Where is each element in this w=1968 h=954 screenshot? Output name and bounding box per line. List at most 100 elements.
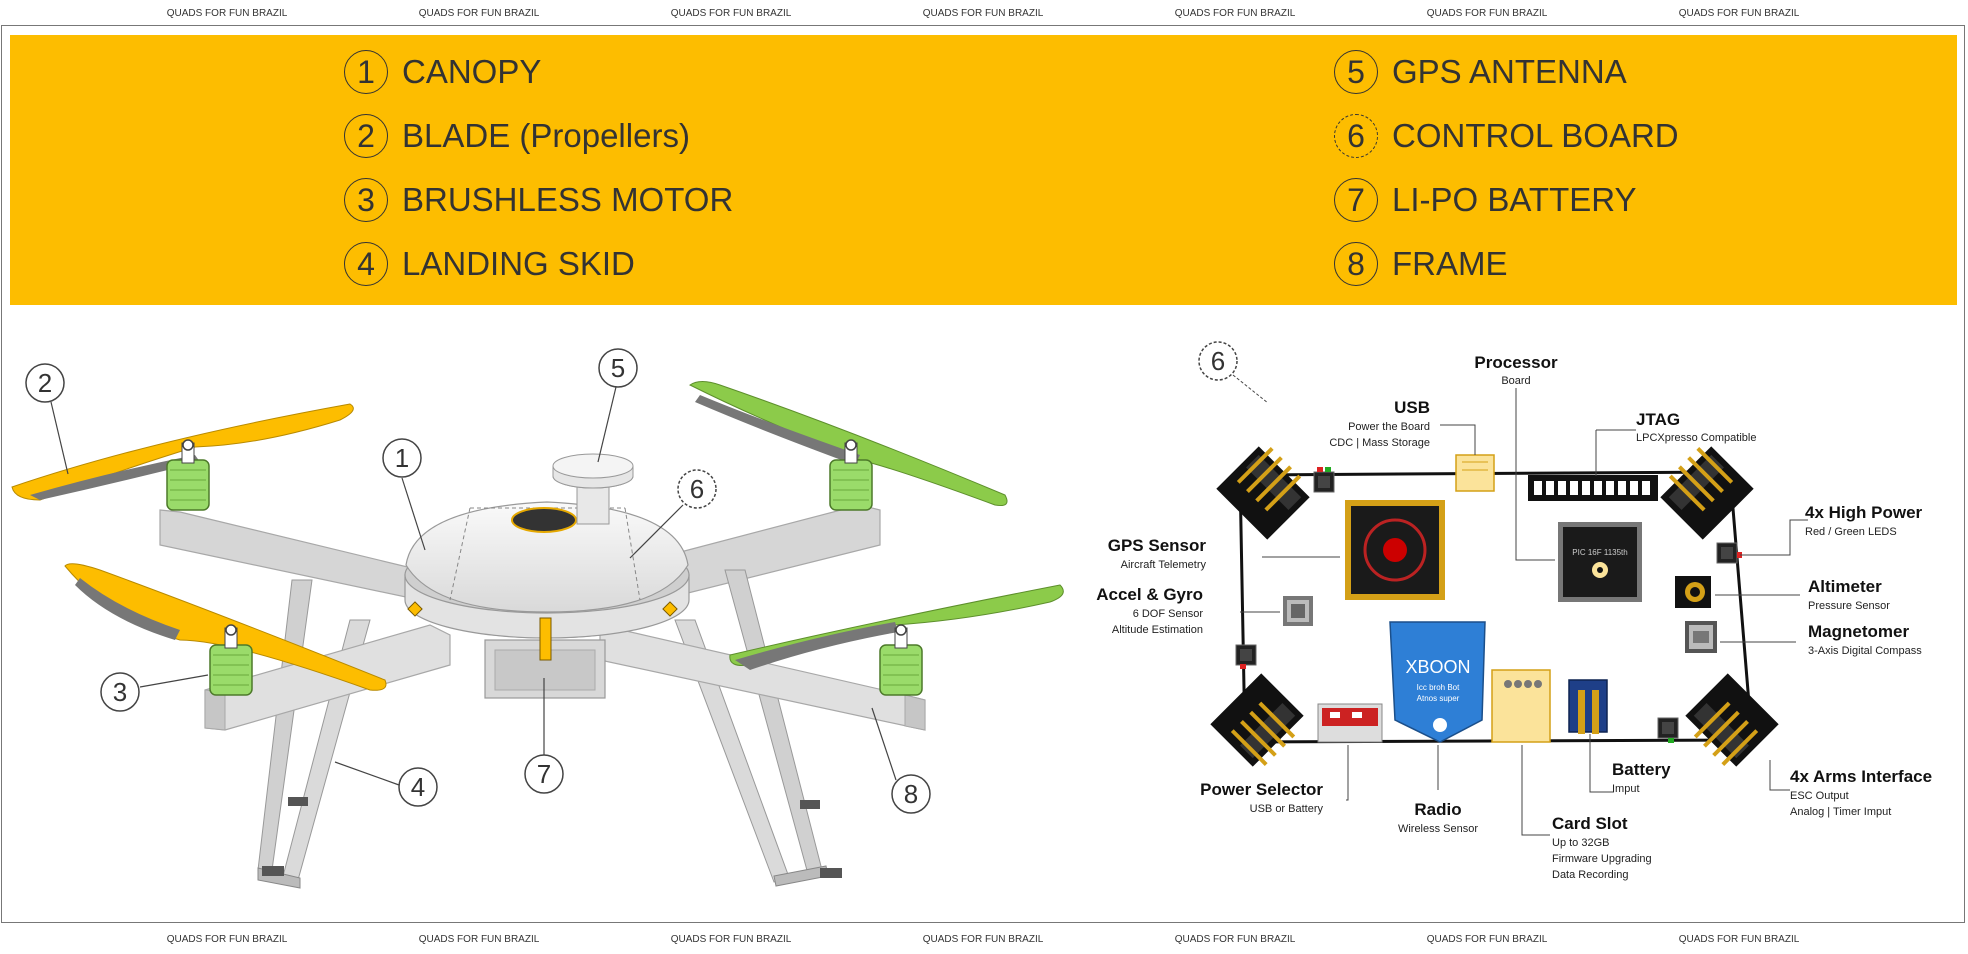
callout-lines <box>50 386 897 786</box>
label-magnetometer: Magnetomer 3-Axis Digital Compass <box>1808 622 1922 657</box>
svg-text:Up to 32GB: Up to 32GB <box>1552 837 1609 849</box>
brushless-motor <box>209 624 253 696</box>
svg-text:7: 7 <box>537 759 551 789</box>
label-high-power-leds: 4x High Power Red / Green LEDS <box>1805 503 1923 538</box>
watermark-text: QUADS FOR FUN BRAZIL <box>922 8 1044 19</box>
legend-label: CANOPY <box>402 53 542 90</box>
label-usb: USB Power the Board CDC | Mass Storage <box>1329 398 1430 449</box>
svg-text:Aircraft Telemetry: Aircraft Telemetry <box>1121 559 1207 571</box>
label-processor: Processor Board <box>1474 353 1558 387</box>
svg-text:Radio: Radio <box>1414 800 1461 819</box>
card-slot <box>1491 669 1551 743</box>
watermark-text: QUADS FOR FUN BRAZIL <box>1174 8 1296 19</box>
legend-number: 2 <box>344 114 388 158</box>
svg-text:2: 2 <box>38 368 52 398</box>
legend-item: 1 CANOPY <box>344 45 541 99</box>
svg-text:Accel & Gyro: Accel & Gyro <box>1096 585 1203 604</box>
svg-text:GPS Sensor: GPS Sensor <box>1108 536 1207 555</box>
legend-number: 4 <box>344 242 388 286</box>
callout-4: 4 <box>398 767 438 807</box>
legend-item: 3 BRUSHLESS MOTOR <box>344 173 733 227</box>
legend-number: 8 <box>1334 242 1378 286</box>
legend-item: 2 BLADE (Propellers) <box>344 109 690 163</box>
svg-text:3: 3 <box>113 677 127 707</box>
svg-text:Battery: Battery <box>1612 760 1671 779</box>
svg-text:Altitude Estimation: Altitude Estimation <box>1112 624 1203 636</box>
svg-text:3-Axis Digital Compass: 3-Axis Digital Compass <box>1808 645 1922 657</box>
blade <box>729 584 1064 670</box>
svg-text:LPCXpresso Compatible: LPCXpresso Compatible <box>1636 432 1756 444</box>
led <box>1313 467 1335 493</box>
watermark-text: QUADS FOR FUN BRAZIL <box>1426 934 1548 945</box>
arm-connector <box>1210 673 1304 767</box>
brushless-motor <box>166 439 210 511</box>
svg-text:Power Selector: Power Selector <box>1200 780 1323 799</box>
svg-text:JTAG: JTAG <box>1636 410 1680 429</box>
battery-connector <box>1568 679 1608 734</box>
board-leader-lines <box>1240 388 1808 836</box>
watermark-text: QUADS FOR FUN BRAZIL <box>1426 8 1548 19</box>
svg-text:Altimeter: Altimeter <box>1808 577 1882 596</box>
svg-text:Imput: Imput <box>1612 783 1640 795</box>
legend-item: 6 CONTROL BOARD <box>1334 109 1679 163</box>
accel-gyro-chip <box>1283 596 1313 626</box>
usb-connector <box>1455 454 1495 492</box>
watermark-text: QUADS FOR FUN BRAZIL <box>670 8 792 19</box>
label-jtag: JTAG LPCXpresso Compatible <box>1636 410 1756 444</box>
svg-text:4x Arms Interface: 4x Arms Interface <box>1790 767 1932 786</box>
label-power-selector: Power Selector USB or Battery <box>1200 780 1323 815</box>
power-selector <box>1317 703 1383 743</box>
frame-arm-back-left <box>159 509 421 601</box>
svg-text:Data Recording: Data Recording <box>1552 869 1628 881</box>
gps-antenna <box>552 453 634 525</box>
watermark-text: QUADS FOR FUN BRAZIL <box>166 934 288 945</box>
watermark-text: QUADS FOR FUN BRAZIL <box>1174 934 1296 945</box>
svg-text:XBOON: XBOON <box>1405 657 1470 677</box>
legend-label: LI-PO BATTERY <box>1392 181 1637 218</box>
svg-text:Red / Green LEDS: Red / Green LEDS <box>1805 526 1897 538</box>
legend-item: 7 LI-PO BATTERY <box>1334 173 1637 227</box>
svg-text:6: 6 <box>1211 346 1225 376</box>
legend-item: 5 GPS ANTENNA <box>1334 45 1627 99</box>
legend-label: FRAME <box>1392 245 1508 282</box>
label-gps-sensor: GPS Sensor Aircraft Telemetry <box>1108 536 1207 571</box>
callout-3: 3 <box>100 672 140 712</box>
watermark-text: QUADS FOR FUN BRAZIL <box>418 8 540 19</box>
svg-text:USB or Battery: USB or Battery <box>1250 803 1324 815</box>
drone-illustration: 1 2 3 4 5 6 7 8 <box>11 348 1064 889</box>
watermark-text: QUADS FOR FUN BRAZIL <box>166 8 288 19</box>
legend-number: 3 <box>344 178 388 222</box>
parts-legend: 1 CANOPY 2 BLADE (Propellers) 3 BRUSHLES… <box>10 35 1957 305</box>
callout-1: 1 <box>382 438 422 478</box>
magnetometer-chip <box>1685 621 1717 653</box>
watermark-text: QUADS FOR FUN BRAZIL <box>1678 8 1800 19</box>
watermark-bottom: QUADS FOR FUN BRAZIL QUADS FOR FUN BRAZI… <box>0 934 1968 950</box>
blade <box>64 563 387 691</box>
label-card-slot: Card Slot Up to 32GB Firmware Upgrading … <box>1552 814 1652 881</box>
svg-text:Icc broh Bot: Icc broh Bot <box>1417 683 1460 692</box>
brushless-motor <box>879 624 923 696</box>
legend-item: 8 FRAME <box>1334 237 1508 291</box>
radio-module: XBOON Icc broh Bot Atnos super <box>1389 621 1486 743</box>
svg-text:6 DOF Sensor: 6 DOF Sensor <box>1133 608 1204 620</box>
legend-item: 4 LANDING SKID <box>344 237 635 291</box>
svg-text:CDC | Mass Storage: CDC | Mass Storage <box>1329 437 1430 449</box>
svg-text:Card Slot: Card Slot <box>1552 814 1628 833</box>
arm-connector <box>1660 446 1754 540</box>
watermark-text: QUADS FOR FUN BRAZIL <box>1678 934 1800 945</box>
svg-text:PIC 16F 1135th: PIC 16F 1135th <box>1572 548 1627 557</box>
watermark-text: QUADS FOR FUN BRAZIL <box>670 934 792 945</box>
svg-text:USB: USB <box>1394 398 1430 417</box>
legend-number: 1 <box>344 50 388 94</box>
svg-text:Magnetomer: Magnetomer <box>1808 622 1909 641</box>
label-radio: Radio Wireless Sensor <box>1398 800 1478 835</box>
control-board-diagram: 6 <box>1096 341 1932 881</box>
svg-text:6: 6 <box>690 474 704 504</box>
legend-number: 7 <box>1334 178 1378 222</box>
callout-6: 6 <box>677 469 717 509</box>
label-accel-gyro: Accel & Gyro 6 DOF Sensor Altitude Estim… <box>1096 585 1203 636</box>
svg-text:5: 5 <box>611 353 625 383</box>
svg-text:1: 1 <box>395 443 409 473</box>
jtag-header <box>1528 475 1658 501</box>
